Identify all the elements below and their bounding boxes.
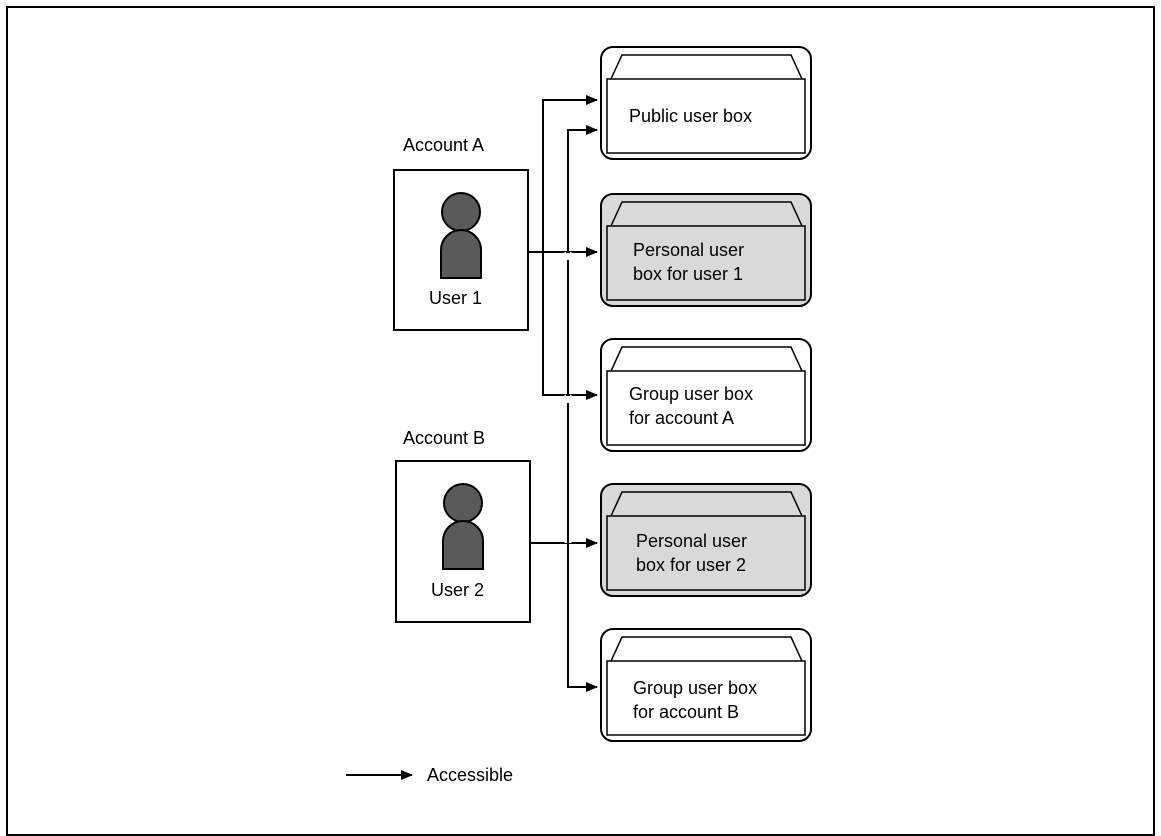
user-box-public [600, 46, 812, 160]
user-2-person-icon [442, 483, 484, 570]
user-box-personal-user-1 [600, 193, 812, 307]
user-1-person-icon [440, 192, 482, 279]
box-label-line: Personal user [636, 531, 748, 551]
box-label-line: Group user box [629, 384, 754, 404]
user-box-group-account-a [600, 338, 812, 452]
account-a-label: Account A [403, 135, 485, 155]
account-b-label: Account B [403, 428, 486, 448]
access-diagram [346, 46, 812, 780]
box-label-line: Public user box [629, 106, 753, 126]
personal-user-box-1-label: Personal user box for user 1 [633, 238, 744, 286]
user-1-label: User 1 [429, 288, 483, 308]
box-label-line: for account A [629, 408, 735, 428]
group-user-box-a-label: Group user box for account A [629, 382, 753, 430]
user-2-access-lines [530, 125, 598, 692]
user-1-access-lines [528, 95, 598, 400]
box-label-line: box for user 1 [633, 264, 744, 284]
legend-label: Accessible [427, 765, 514, 785]
box-label-line: Group user box [633, 678, 758, 698]
personal-user-box-2-label: Personal user box for user 2 [636, 529, 747, 577]
box-label-line: box for user 2 [636, 555, 747, 575]
public-user-box-label: Public user box [629, 104, 752, 128]
box-label-line: for account B [633, 702, 740, 722]
user-2-label: User 2 [431, 580, 485, 600]
box-label-line: Personal user [633, 240, 745, 260]
user-box-group-account-b [600, 628, 812, 742]
group-user-box-b-label: Group user box for account B [633, 676, 757, 724]
user-box-personal-user-2 [600, 483, 812, 597]
